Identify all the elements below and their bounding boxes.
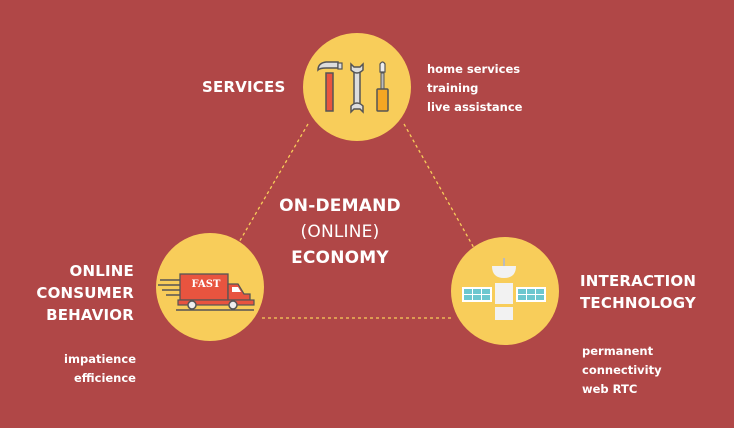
technology-item: connectivity — [582, 363, 662, 377]
technology-title: INTERACTION TECHNOLOGY — [580, 270, 696, 314]
center-line-2: (ONLINE) — [300, 222, 380, 242]
consumer-title: ONLINE CONSUMER BEHAVIOR — [36, 260, 134, 326]
technology-title-line: TECHNOLOGY — [580, 294, 696, 312]
technology-item: web RTC — [582, 382, 638, 396]
services-item: home services — [427, 62, 521, 76]
technology-item: permanent — [582, 344, 654, 358]
center-line-3: ECONOMY — [291, 248, 389, 268]
services-circle — [303, 33, 411, 141]
delivery-truck-icon — [158, 273, 255, 311]
services-item: live assistance — [427, 100, 523, 114]
technology-title-line: INTERACTION — [580, 272, 697, 290]
tools-icon — [317, 61, 389, 114]
technology-circle — [451, 237, 559, 345]
connector-services-consumer — [237, 123, 309, 245]
satellite-icon — [462, 258, 546, 320]
consumer-title-line: ONLINE — [69, 262, 134, 280]
consumer-circle — [156, 233, 264, 341]
consumer-item: efficience — [74, 371, 136, 385]
consumer-title-line: CONSUMER — [36, 284, 134, 302]
consumer-items: impatience efficience — [64, 350, 136, 388]
technology-items: permanent connectivity web RTC — [582, 342, 662, 399]
center-line-1: ON-DEMAND — [279, 196, 401, 216]
center-title: ON-DEMAND (ONLINE) ECONOMY — [260, 193, 420, 271]
services-title: SERVICES — [202, 78, 286, 96]
consumer-title-line: BEHAVIOR — [46, 306, 134, 324]
services-item: training — [427, 81, 479, 95]
consumer-item: impatience — [64, 352, 136, 366]
services-items: home services training live assistance — [427, 60, 522, 117]
truck-text: FAST — [191, 279, 221, 290]
